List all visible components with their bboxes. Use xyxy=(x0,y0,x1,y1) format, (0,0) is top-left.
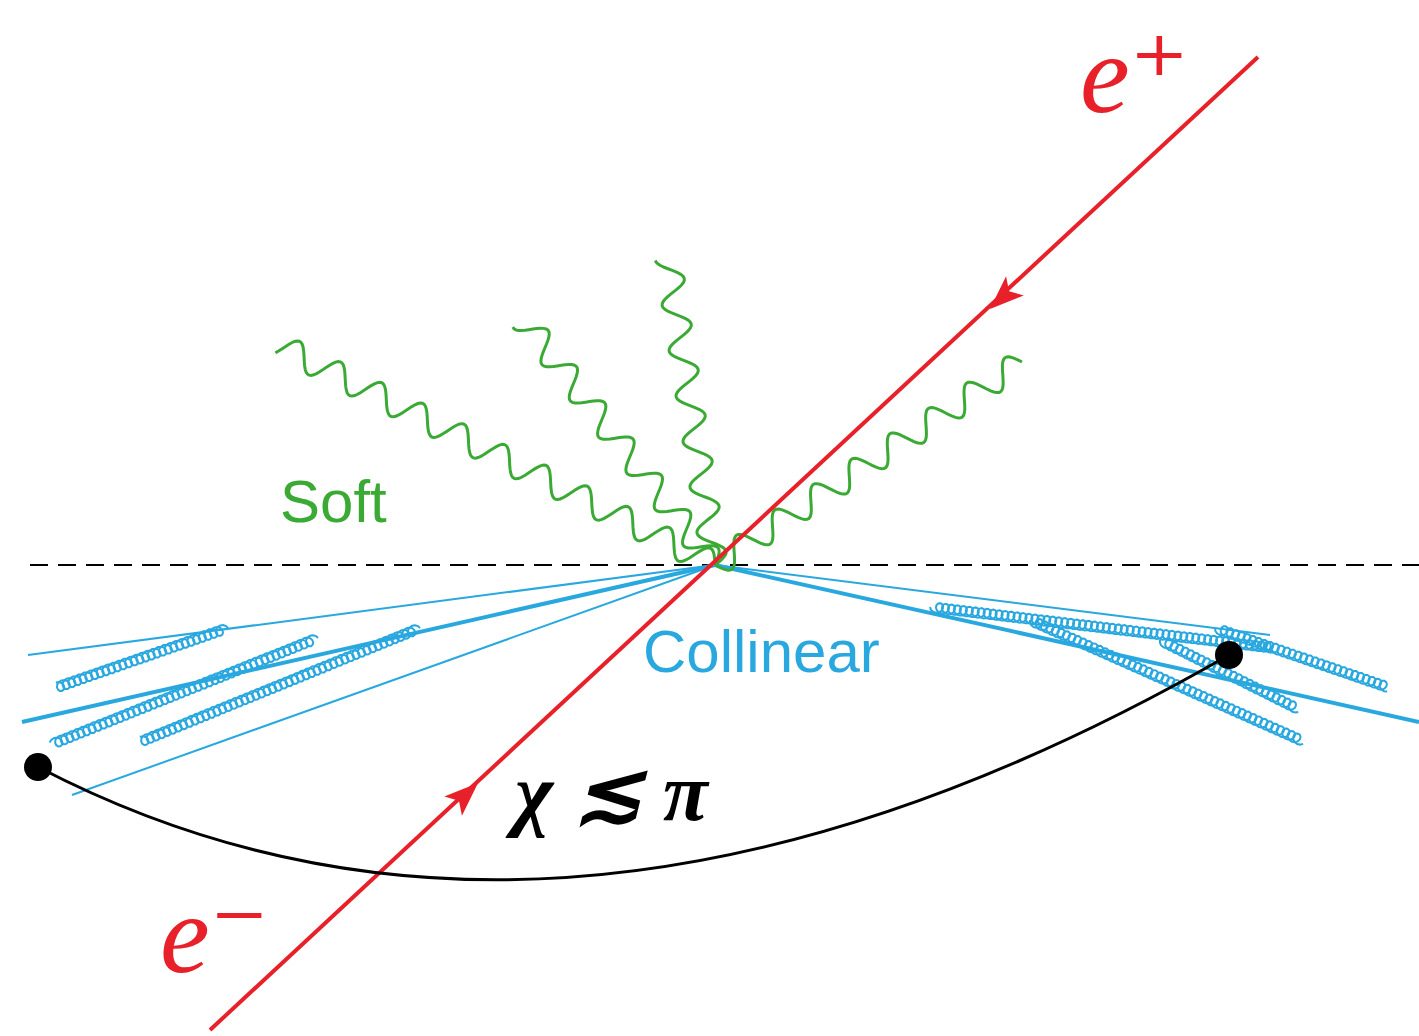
fermion-arrow xyxy=(981,276,1024,318)
photon-line xyxy=(655,261,726,565)
gluon-line xyxy=(1160,639,1298,712)
photon-line xyxy=(715,357,1022,570)
soft-label: Soft xyxy=(280,472,387,532)
electron-line xyxy=(210,57,1258,1030)
angle-arc xyxy=(38,655,1229,880)
jet-dot xyxy=(24,753,52,781)
electron-label: e⁻ xyxy=(160,878,269,990)
gluon-line xyxy=(56,625,228,691)
collinear-radiation xyxy=(22,565,1419,795)
photon-group xyxy=(275,261,1022,571)
angle-label: χ ≲ π xyxy=(515,752,708,834)
gluon-line xyxy=(140,625,420,745)
positron-label: e⁺ xyxy=(1080,18,1189,130)
gluon-group xyxy=(50,603,1387,746)
collinear-label: Collinear xyxy=(643,622,880,682)
fermion-arrow xyxy=(444,773,487,815)
jet-dot xyxy=(1215,641,1243,669)
photon-line xyxy=(275,341,715,565)
gluon-line xyxy=(1030,619,1303,745)
